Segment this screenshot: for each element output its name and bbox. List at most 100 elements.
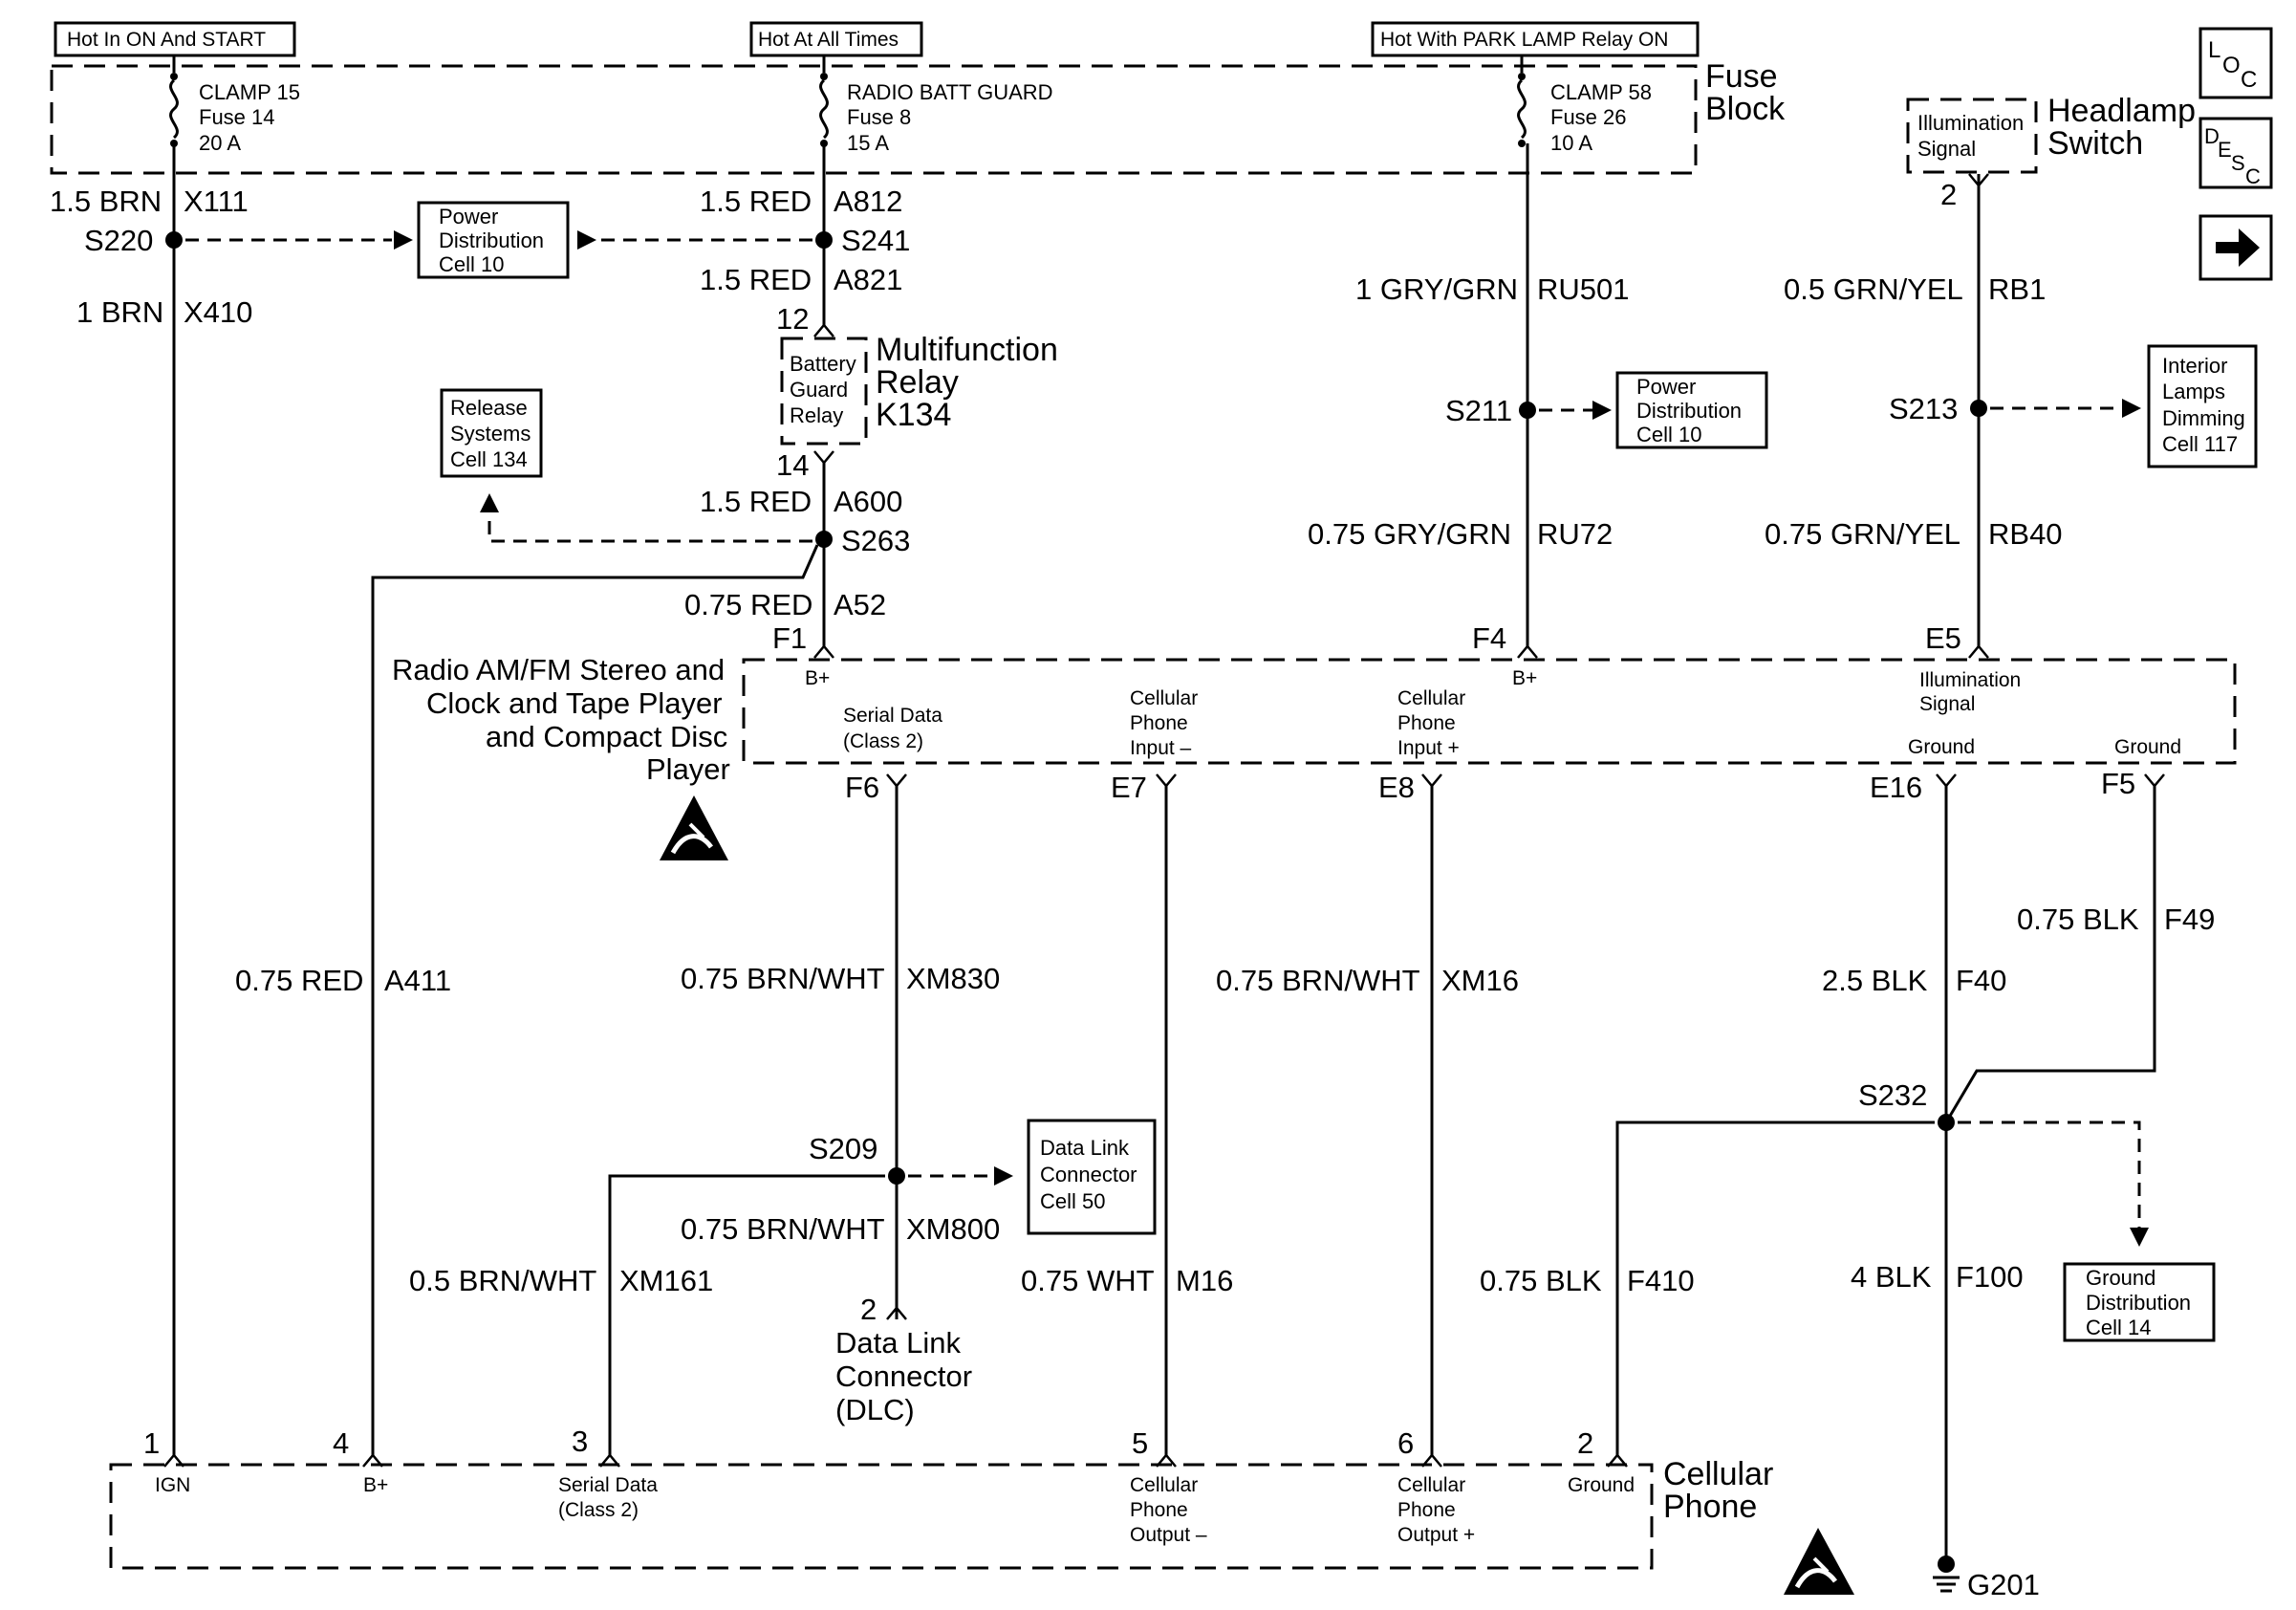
- svg-text:1.5 RED: 1.5 RED: [700, 185, 812, 218]
- svg-text:Phone: Phone: [1130, 712, 1188, 734]
- dlc-connector: 2 Data Link Connector (DLC): [835, 1293, 972, 1426]
- svg-text:0.75 RED: 0.75 RED: [235, 964, 363, 997]
- next-page-button[interactable]: [2199, 214, 2273, 281]
- header-hot-all: Hot At All Times: [749, 21, 923, 57]
- svg-text:Illumination: Illumination: [1917, 111, 2024, 135]
- svg-text:S209: S209: [809, 1132, 877, 1165]
- svg-text:Signal: Signal: [1917, 137, 1976, 161]
- splice-s213: [1970, 400, 1987, 417]
- svg-text:Phone: Phone: [1397, 712, 1456, 734]
- svg-text:Cellular: Cellular: [1130, 1474, 1198, 1496]
- svg-text:4: 4: [333, 1426, 349, 1460]
- fuse-block-label-2: Block: [1705, 91, 1786, 127]
- svg-text:5: 5: [1132, 1426, 1148, 1460]
- svg-text:(DLC): (DLC): [835, 1393, 915, 1426]
- cellular-phone-module: Cellular Phone 1 IGN 4 B+ 3 Serial Data …: [109, 1425, 1773, 1570]
- splice-s232: [1938, 1114, 1955, 1131]
- ref-interior-lamps-dimming[interactable]: Interior Lamps Dimming Cell 117: [2147, 344, 2258, 468]
- fuse-radio-batt-guard: RADIO BATT GUARD Fuse 8 15 A: [819, 73, 1053, 155]
- svg-text:Headlamp: Headlamp: [2047, 93, 2196, 129]
- splice-s211: [1519, 402, 1536, 419]
- svg-text:0.75 BLK: 0.75 BLK: [1480, 1264, 1602, 1297]
- svg-text:Multifunction: Multifunction: [876, 332, 1058, 368]
- svg-text:Serial Data: Serial Data: [843, 705, 942, 727]
- svg-text:Lamps: Lamps: [2162, 380, 2225, 403]
- svg-text:M16: M16: [1176, 1264, 1233, 1297]
- svg-text:Cellular: Cellular: [1130, 687, 1198, 709]
- svg-text:0.75 RED: 0.75 RED: [684, 588, 812, 621]
- loc-button[interactable]: L O C: [2199, 27, 2273, 99]
- svg-text:F1: F1: [772, 621, 807, 655]
- svg-text:D: D: [2204, 124, 2220, 148]
- svg-text:Cellular: Cellular: [1663, 1456, 1773, 1492]
- svg-text:B+: B+: [1512, 667, 1537, 689]
- svg-text:Fuse 26: Fuse 26: [1550, 105, 1627, 129]
- svg-text:0.75 GRN/YEL: 0.75 GRN/YEL: [1765, 517, 1960, 551]
- multifunction-relay: 12 Battery Guard Relay Multifunction Rel…: [776, 302, 1058, 482]
- svg-text:Clock and Tape Player: Clock and Tape Player: [426, 686, 723, 720]
- svg-text:1: 1: [143, 1426, 160, 1460]
- svg-text:10 A: 10 A: [1550, 131, 1592, 155]
- svg-text:Dimming: Dimming: [2162, 406, 2245, 430]
- svg-text:Distribution: Distribution: [439, 228, 544, 252]
- svg-text:and Compact Disc: and Compact Disc: [486, 720, 727, 753]
- svg-text:1.5 BRN: 1.5 BRN: [50, 185, 162, 218]
- svg-text:Ground: Ground: [2114, 736, 2181, 758]
- splice-s263: [815, 531, 833, 548]
- svg-text:F40: F40: [1956, 964, 2006, 997]
- fuse-block-outline: [50, 64, 1698, 175]
- header-hot-park: Hot With PARK LAMP Relay ON: [1371, 21, 1700, 57]
- svg-text:Hot With PARK LAMP Relay ON: Hot With PARK LAMP Relay ON: [1380, 29, 1668, 51]
- svg-text:0.75 BLK: 0.75 BLK: [2017, 903, 2139, 936]
- svg-text:20 A: 20 A: [199, 131, 241, 155]
- svg-text:Hot In ON And START: Hot In ON And START: [67, 29, 266, 51]
- svg-text:Battery: Battery: [790, 352, 856, 376]
- svg-text:RB1: RB1: [1988, 272, 2046, 306]
- headlamp-switch: Illumination Signal Headlamp Switch 2: [1906, 93, 2196, 211]
- radio-module: Radio AM/FM Stereo and Clock and Tape Pl…: [392, 621, 2237, 804]
- ref-data-link-connector[interactable]: Data Link Connector Cell 50: [1027, 1119, 1157, 1235]
- svg-text:0.75 BRN/WHT: 0.75 BRN/WHT: [1216, 964, 1420, 997]
- splice-s241: [815, 231, 833, 249]
- svg-text:B+: B+: [805, 667, 830, 689]
- svg-text:Systems: Systems: [450, 422, 531, 446]
- svg-text:O: O: [2222, 53, 2241, 78]
- svg-text:Serial Data: Serial Data: [558, 1474, 658, 1496]
- svg-text:Fuse 14: Fuse 14: [199, 105, 275, 129]
- svg-text:A812: A812: [834, 185, 902, 218]
- fuse-clamp15: CLAMP 15 Fuse 14 20 A: [169, 73, 300, 155]
- ref-ground-distribution[interactable]: Ground Distribution Cell 14: [2063, 1262, 2216, 1342]
- ref-power-distribution-2[interactable]: Power Distribution Cell 10: [1615, 371, 1768, 449]
- svg-text:Cell 117: Cell 117: [2162, 432, 2238, 456]
- svg-text:Hot At All Times: Hot At All Times: [758, 29, 899, 51]
- svg-text:Guard: Guard: [790, 378, 848, 402]
- svg-text:F410: F410: [1627, 1264, 1695, 1297]
- svg-text:Power: Power: [439, 205, 498, 228]
- svg-text:0.75 GRY/GRN: 0.75 GRY/GRN: [1308, 517, 1511, 551]
- svg-text:C: C: [2245, 164, 2261, 188]
- svg-text:Connector: Connector: [835, 1360, 972, 1393]
- svg-text:Input –: Input –: [1130, 737, 1192, 759]
- svg-text:F6: F6: [845, 771, 879, 804]
- svg-text:A52: A52: [834, 588, 886, 621]
- svg-text:Switch: Switch: [2047, 125, 2143, 162]
- svg-text:Player: Player: [646, 752, 730, 786]
- svg-text:(Class 2): (Class 2): [558, 1499, 639, 1521]
- svg-text:A411: A411: [384, 964, 451, 997]
- desc-button[interactable]: D E S C: [2199, 117, 2273, 189]
- ref-power-distribution-1[interactable]: Power Distribution Cell 10: [417, 201, 570, 279]
- svg-text:E16: E16: [1870, 771, 1922, 804]
- svg-text:XM161: XM161: [619, 1264, 713, 1297]
- svg-text:Cell 134: Cell 134: [450, 447, 528, 471]
- svg-text:S263: S263: [841, 524, 910, 557]
- header-hot-ign: Hot In ON And START: [54, 21, 296, 57]
- svg-text:A821: A821: [834, 263, 902, 296]
- svg-text:Radio AM/FM Stereo and: Radio AM/FM Stereo and: [392, 653, 725, 686]
- fuse-block-label: Fuse: [1705, 58, 1778, 95]
- svg-text:Cell 14: Cell 14: [2086, 1316, 2151, 1339]
- splice-s209: [888, 1167, 905, 1185]
- ground-icon: [1933, 1556, 1960, 1593]
- svg-text:Cell 10: Cell 10: [1636, 423, 1701, 446]
- ref-release-systems[interactable]: Release Systems Cell 134: [440, 388, 543, 478]
- svg-text:E8: E8: [1378, 771, 1415, 804]
